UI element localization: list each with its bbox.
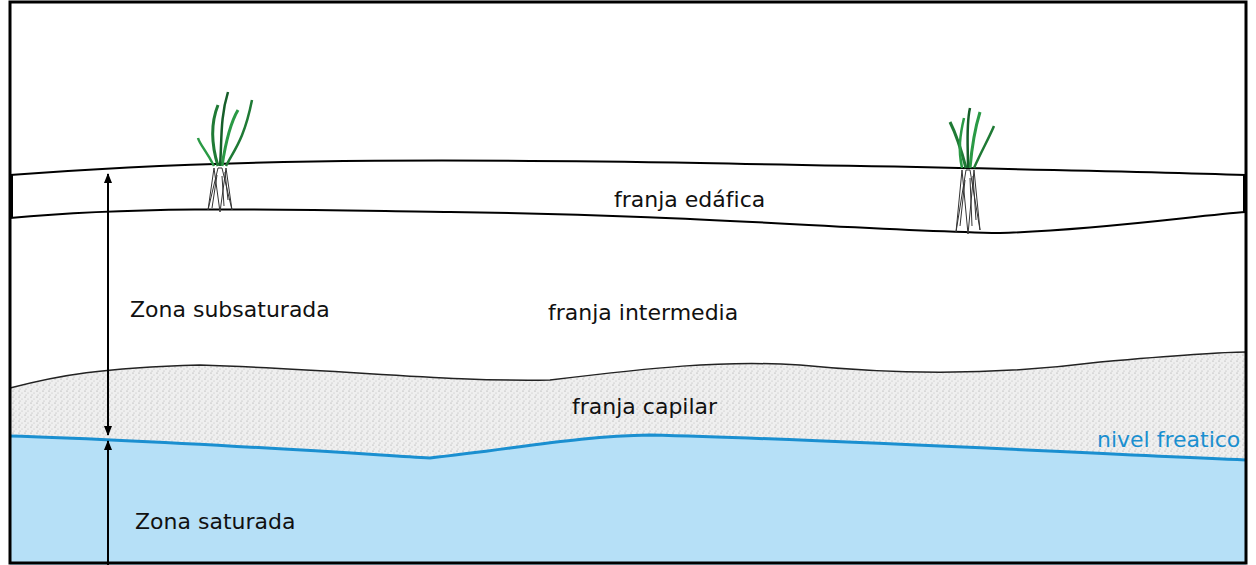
saturated-zone <box>10 435 1246 565</box>
ground-surface <box>10 161 1246 175</box>
grass-tuft <box>950 108 994 234</box>
frame <box>10 2 1246 563</box>
dimension-arrow <box>107 441 109 565</box>
water-table-label: nivel freatico <box>1097 427 1240 453</box>
fringe-label-band: franja intermedia <box>548 300 738 326</box>
capillary-fringe <box>10 352 1246 565</box>
band-label: franja intermedia <box>548 300 738 326</box>
band-boundary <box>10 352 1246 388</box>
band-boundary <box>10 209 1246 233</box>
fringe-label-band: franja capilar <box>572 394 717 420</box>
band-label: Zona saturada <box>135 509 295 535</box>
zone-label: Zona subsaturada <box>130 297 330 323</box>
band-label: franja capilar <box>572 394 717 420</box>
band-label: franja edáfica <box>614 187 765 213</box>
zone-band: Zona saturada <box>135 509 295 535</box>
water-table-line <box>10 435 1246 460</box>
fringe-label-band: franja edáfica <box>614 187 765 213</box>
grass-tuft <box>198 92 252 212</box>
dimension-arrow <box>107 174 109 435</box>
